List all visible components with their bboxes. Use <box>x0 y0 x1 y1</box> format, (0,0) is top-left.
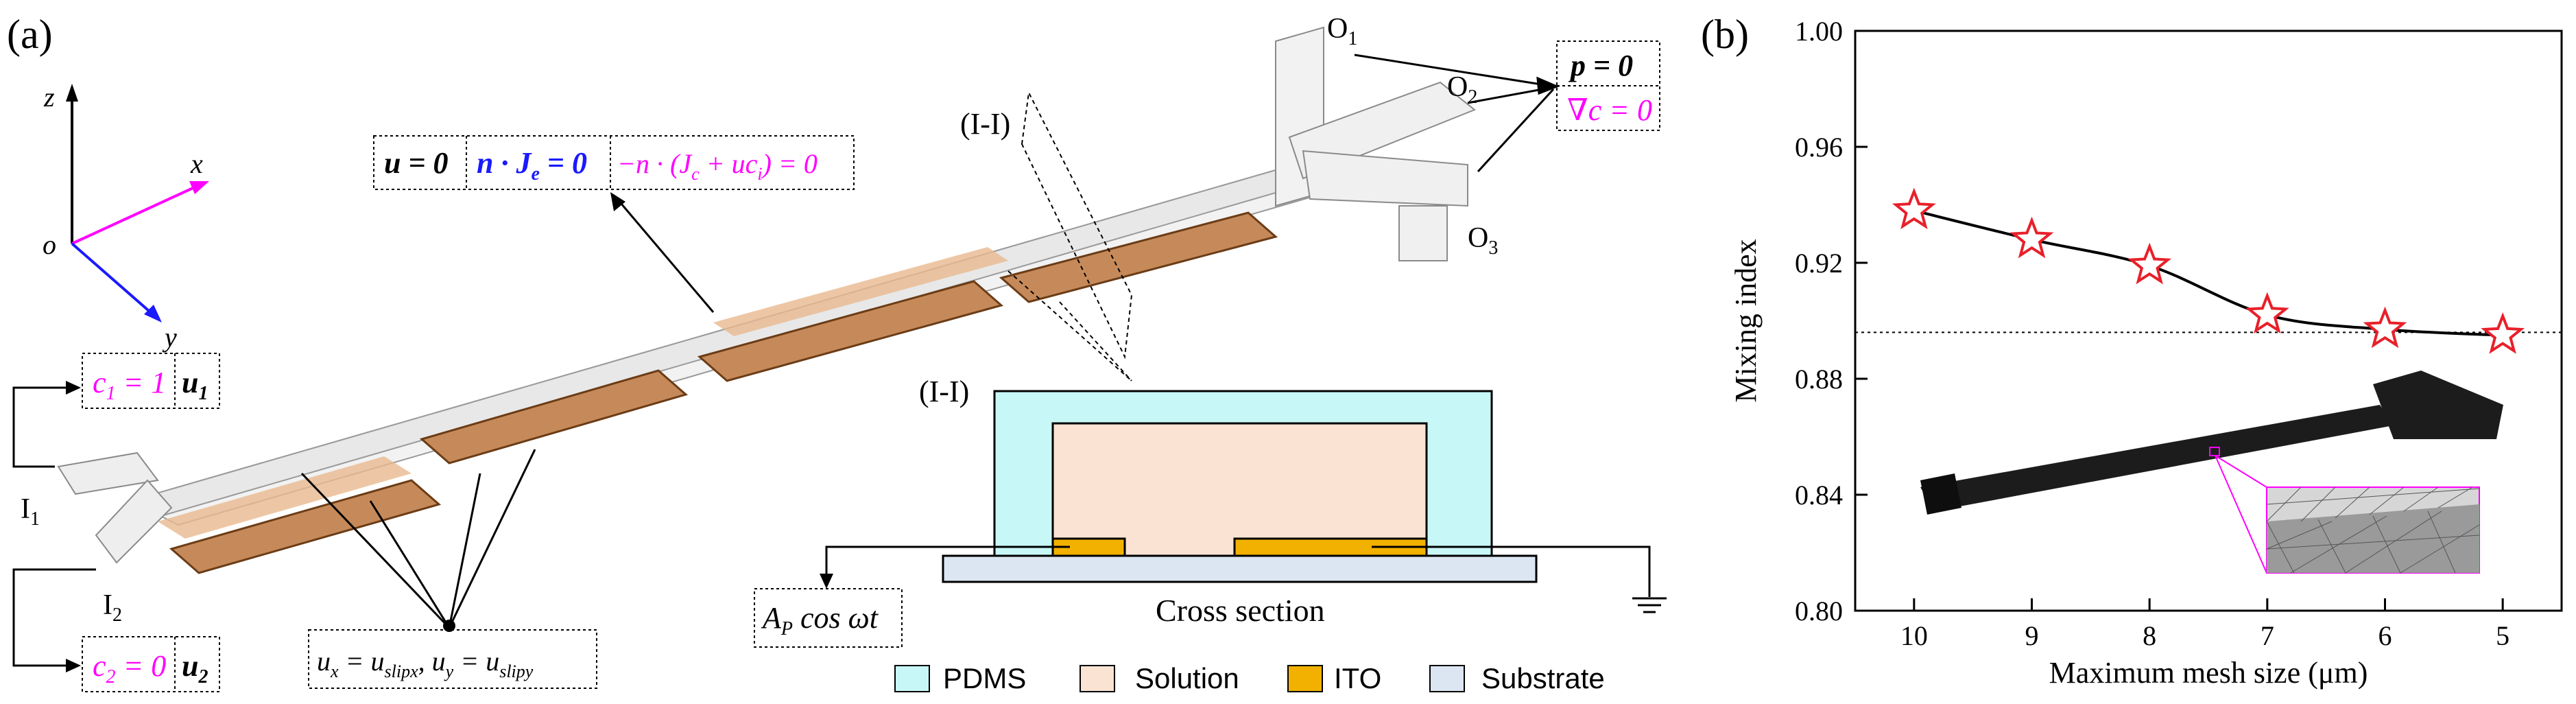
bc-voltage-box: AP cos ωt <box>754 588 903 648</box>
bc-inlet-1-velocity: u1 <box>182 366 208 404</box>
y-tick-label: 0.92 <box>1795 248 1843 279</box>
x-tick-label: 9 <box>2025 620 2039 651</box>
x-axis-label: x <box>190 148 203 179</box>
y-tick-label: 0.88 <box>1795 364 1843 395</box>
bc-outlet-box: p = 0 ∇c = 0 <box>1556 40 1660 131</box>
outlet-3-end <box>1398 205 1448 261</box>
cross-section-substrate <box>942 554 1538 583</box>
bc-slip-box: ux = uslipx, uy = uslipy <box>308 629 597 689</box>
plot-frame <box>1854 30 2563 612</box>
electrodes <box>158 211 1278 574</box>
electrode-2 <box>419 369 689 465</box>
electrode-3 <box>697 280 1004 382</box>
bc-slip-text: ux = uslipx, uy = uslipy <box>317 646 534 681</box>
x-axis-ticks: 10 9 8 7 6 5 <box>1900 598 2509 651</box>
legend-label-pdms: PDMS <box>943 662 1026 694</box>
outlet-3-branch <box>1302 150 1468 207</box>
y-axis-arrowhead <box>144 305 162 322</box>
bc-wall-arrow <box>616 198 715 313</box>
legend-swatch-substrate <box>1429 665 1465 692</box>
z-axis-arrowhead <box>66 84 78 102</box>
bc-wall-flux: −n · (Jc + uci) = 0 <box>617 148 818 184</box>
x-tick-label: 7 <box>2261 620 2274 651</box>
bc-inlet-2-conc: c2 = 0 <box>93 649 166 688</box>
x-tick-label: 10 <box>1900 620 1928 651</box>
x-tick-label: 5 <box>2496 620 2509 651</box>
bc-inlet-2-velocity: u2 <box>182 649 208 688</box>
bc-wall-current: n · Je = 0 <box>477 146 587 185</box>
panel-b-label: (b) <box>1701 12 1749 57</box>
panel-a-label: (a) <box>7 12 53 57</box>
cross-section: (I-I) Cross section <box>820 375 1667 628</box>
bc-voltage-text: AP cos ωt <box>761 601 879 640</box>
inlet-2-label: I2 <box>103 589 122 626</box>
x-axis-arrowhead <box>189 181 209 194</box>
coordinate-axes: z x y o <box>43 82 209 353</box>
outlet-3-label: O3 <box>1468 222 1498 259</box>
inlet-2-stub <box>95 479 173 564</box>
bc-outlet-pressure: p = 0 <box>1568 49 1633 82</box>
y-tick-label: 0.96 <box>1795 132 1843 163</box>
y-axis-ticks: 0.80 0.84 0.88 0.92 0.96 1.00 <box>1795 16 1868 626</box>
y-axis <box>71 242 156 317</box>
legend-swatch-pdms <box>894 665 930 692</box>
bc-outlet-grad-c: ∇c = 0 <box>1567 93 1652 127</box>
cross-section-caption: Cross section <box>1156 593 1325 628</box>
data-point-star <box>2127 242 2172 285</box>
x-axis <box>71 184 200 245</box>
legend-label-solution: Solution <box>1135 662 1239 694</box>
y-axis-title: Mixing index <box>1729 239 1763 402</box>
x-tick-label: 8 <box>2143 620 2156 651</box>
mesh-inset <box>1920 371 2503 574</box>
z-axis-label: z <box>43 82 55 113</box>
origin-label: o <box>43 229 56 260</box>
y-tick-label: 0.80 <box>1795 596 1843 626</box>
legend: PDMS Solution ITO Substrate <box>894 662 1605 694</box>
bc-wall-box: u = 0 n · Je = 0 −n · (Jc + uci) = 0 <box>373 135 855 190</box>
bc-inlet-1-conc: c1 = 1 <box>93 366 166 404</box>
mesh-channel <box>1920 405 2394 511</box>
legend-label-ito: ITO <box>1334 662 1381 694</box>
electrode-4 <box>999 211 1278 303</box>
inlet-1-label: I1 <box>21 493 40 530</box>
legend-label-substrate: Substrate <box>1481 662 1605 694</box>
y-axis-label: y <box>162 322 177 353</box>
section-marker-top: (I-I) <box>960 107 1010 141</box>
data-point-star <box>2363 306 2407 349</box>
x-axis-title: Maximum mesh size (μm) <box>2049 656 2368 690</box>
y-tick-label: 0.84 <box>1795 480 1843 511</box>
bc-inlet-1-box: c1 = 1 u1 <box>82 353 220 409</box>
series-markers <box>1892 187 2525 354</box>
legend-swatch-solution <box>1080 665 1115 692</box>
bc-wall-velocity: u = 0 <box>384 146 449 180</box>
mixing-index-chart: 0.80 0.84 0.88 0.92 0.96 1.00 10 9 8 7 6 5 Mixing … <box>1729 16 2563 690</box>
bc-slip-arrows <box>300 449 536 629</box>
inlet-1-stub <box>57 451 159 495</box>
outlet-1-label: O1 <box>1327 13 1357 49</box>
data-point-star <box>2245 292 2289 334</box>
data-point-star <box>1892 187 1936 230</box>
section-marker-bottom: (I-I) <box>919 375 969 408</box>
data-point-star <box>2009 216 2054 259</box>
panel-a: (a) z x y o <box>7 12 1667 694</box>
mesh-outlet <box>2373 371 2503 439</box>
y-tick-label: 1.00 <box>1795 16 1843 47</box>
electrode-6 <box>713 247 1008 336</box>
bc-outlet-arrows <box>1354 54 1560 173</box>
legend-swatch-ito <box>1287 665 1323 692</box>
panel-b: (b) 0.80 0.84 0.88 0.92 0.96 1.00 10 9 8 7 6 5 Mix… <box>1701 12 2563 690</box>
data-point-star <box>2481 312 2525 354</box>
x-tick-label: 6 <box>2378 620 2392 651</box>
cross-section-solution <box>1051 422 1428 557</box>
bc-inlet-2-box: c2 = 0 u2 <box>82 636 220 692</box>
series-line <box>1913 209 2503 337</box>
electrode-5 <box>158 456 412 539</box>
